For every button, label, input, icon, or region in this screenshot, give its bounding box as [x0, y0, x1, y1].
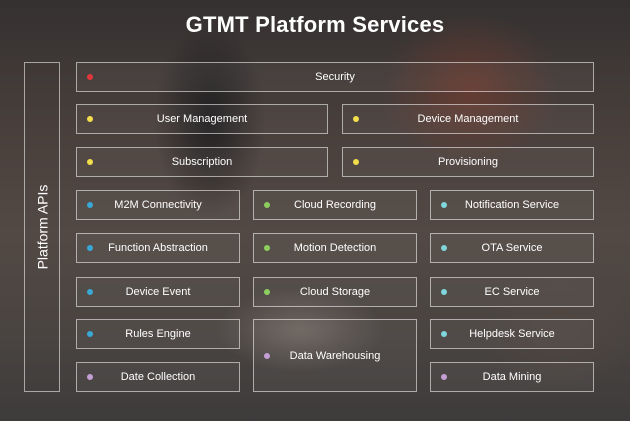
cyan-bullet-icon — [441, 289, 447, 295]
cyan-bullet-icon — [441, 331, 447, 337]
purple-bullet-icon — [264, 352, 270, 359]
user-management-box: User Management — [76, 104, 328, 134]
device-event-box: Device Event — [76, 277, 240, 307]
green-bullet-icon — [264, 289, 270, 295]
helpdesk-service-box: Helpdesk Service — [430, 319, 594, 349]
subscription-box: Subscription — [76, 147, 328, 177]
rules-engine-label: Rules Engine — [125, 328, 191, 340]
platform-apis-panel: Platform APIs — [24, 62, 60, 392]
cloud-recording-box: Cloud Recording — [253, 190, 417, 220]
cloud-storage-box: Cloud Storage — [253, 277, 417, 307]
helpdesk-service-label: Helpdesk Service — [469, 328, 555, 340]
green-bullet-icon — [264, 202, 270, 208]
date-collection-label: Date Collection — [120, 371, 196, 383]
notification-service-box: Notification Service — [430, 190, 594, 220]
yellow-bullet-icon — [353, 159, 359, 165]
subscription-label: Subscription — [171, 156, 233, 168]
cloud-recording-label: Cloud Recording — [294, 199, 376, 211]
blue-bullet-icon — [87, 202, 93, 208]
function-abstraction-box: Function Abstraction — [76, 233, 240, 263]
device-event-label: Device Event — [125, 286, 191, 298]
function-abstraction-label: Function Abstraction — [108, 242, 208, 254]
m2m-connectivity-label: M2M Connectivity — [114, 199, 202, 211]
motion-detection-box: Motion Detection — [253, 233, 417, 263]
yellow-bullet-icon — [87, 116, 93, 122]
m2m-connectivity-box: M2M Connectivity — [76, 190, 240, 220]
green-bullet-icon — [264, 245, 270, 251]
yellow-bullet-icon — [87, 159, 93, 165]
notification-service-label: Notification Service — [464, 199, 560, 211]
red-bullet-icon — [87, 74, 93, 80]
blue-bullet-icon — [87, 331, 93, 337]
data-mining-box: Data Mining — [430, 362, 594, 392]
ec-service-label: EC Service — [484, 286, 540, 298]
user-management-label: User Management — [156, 113, 248, 125]
blue-bullet-icon — [87, 245, 93, 251]
provisioning-box: Provisioning — [342, 147, 594, 177]
data-warehousing-box: Data Warehousing — [253, 319, 417, 392]
provisioning-label: Provisioning — [438, 156, 498, 168]
cyan-bullet-icon — [441, 202, 447, 208]
ec-service-box: EC Service — [430, 277, 594, 307]
page-title: GTMT Platform Services — [185, 12, 445, 37]
cloud-storage-label: Cloud Storage — [299, 286, 371, 298]
platform-apis-label: Platform APIs — [34, 184, 50, 270]
rules-engine-box: Rules Engine — [76, 319, 240, 349]
device-management-label: Device Management — [417, 113, 519, 125]
security-box: Security — [76, 62, 594, 92]
date-collection-box: Date Collection — [76, 362, 240, 392]
security-label: Security — [315, 71, 355, 83]
purple-bullet-icon — [441, 374, 447, 380]
data-mining-label: Data Mining — [482, 371, 542, 383]
blue-bullet-icon — [87, 289, 93, 295]
ota-service-label: OTA Service — [481, 242, 543, 254]
yellow-bullet-icon — [353, 116, 359, 122]
data-warehousing-label: Data Warehousing — [289, 349, 381, 362]
ota-service-box: OTA Service — [430, 233, 594, 263]
purple-bullet-icon — [87, 374, 93, 380]
motion-detection-label: Motion Detection — [293, 242, 377, 254]
cyan-bullet-icon — [441, 245, 447, 251]
device-management-box: Device Management — [342, 104, 594, 134]
